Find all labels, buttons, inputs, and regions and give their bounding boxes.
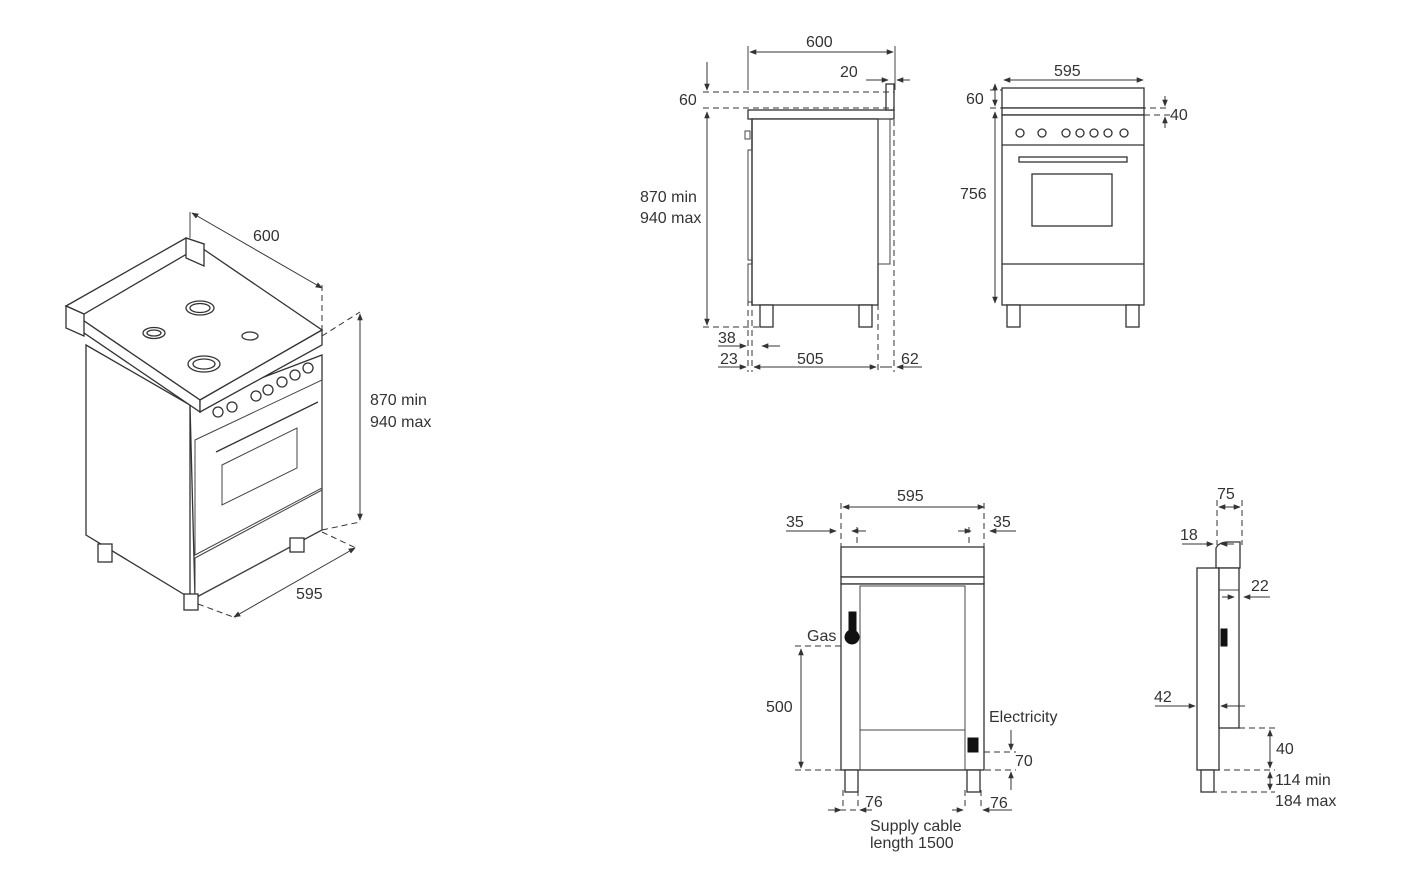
back-left-offset: 35 <box>786 514 804 531</box>
front-width: 595 <box>1054 63 1081 80</box>
front-view: 595 60 40 756 <box>960 63 1188 328</box>
iso-width-bottom: 595 <box>296 586 323 603</box>
profile-lower: 42 <box>1154 689 1172 706</box>
front-backguard: 60 <box>966 91 984 108</box>
back-width: 595 <box>897 488 924 505</box>
side-front-2: 23 <box>720 351 738 368</box>
gas-height: 500 <box>766 699 793 716</box>
side-front-1: 38 <box>718 330 736 347</box>
side-rear: 62 <box>901 351 919 368</box>
front-height: 756 <box>960 186 987 203</box>
iso-height-min: 870 min <box>370 392 427 409</box>
side-body-depth: 505 <box>797 351 824 368</box>
side-backguard: 60 <box>679 92 697 109</box>
electricity-label: Electricity <box>989 709 1057 726</box>
profile-top: 75 <box>1217 486 1235 503</box>
side-view: 600 20 60 870 min 940 max 38 23 <box>640 34 922 372</box>
gas-label: Gas <box>807 628 836 645</box>
profile-kick: 40 <box>1276 741 1294 758</box>
electricity-height: 70 <box>1015 753 1033 770</box>
profile-view: 75 18 22 42 40 114 min 184 max <box>1154 486 1336 810</box>
iso-height-max: 940 max <box>370 414 431 431</box>
profile-foot-max: 184 max <box>1275 793 1336 810</box>
side-depth: 600 <box>806 34 833 51</box>
profile-foot-min: 114 min <box>1275 772 1331 789</box>
front-top: 40 <box>1170 107 1188 124</box>
cable-line2: length 1500 <box>870 835 954 852</box>
isometric-view: 600 870 min 940 max 595 <box>64 212 431 619</box>
profile-offset: 18 <box>1180 527 1198 544</box>
back-view: 595 35 35 Gas 500 <box>766 488 1057 852</box>
left-leg: 76 <box>865 794 883 811</box>
right-leg: 76 <box>990 795 1008 812</box>
profile-inner: 22 <box>1251 578 1269 595</box>
side-back-offset: 20 <box>840 64 858 81</box>
side-height-max: 940 max <box>640 210 701 227</box>
cable-line1: Supply cable <box>870 818 962 835</box>
back-right-offset: 35 <box>993 514 1011 531</box>
iso-width-top: 600 <box>253 228 280 245</box>
side-height-min: 870 min <box>640 189 697 206</box>
